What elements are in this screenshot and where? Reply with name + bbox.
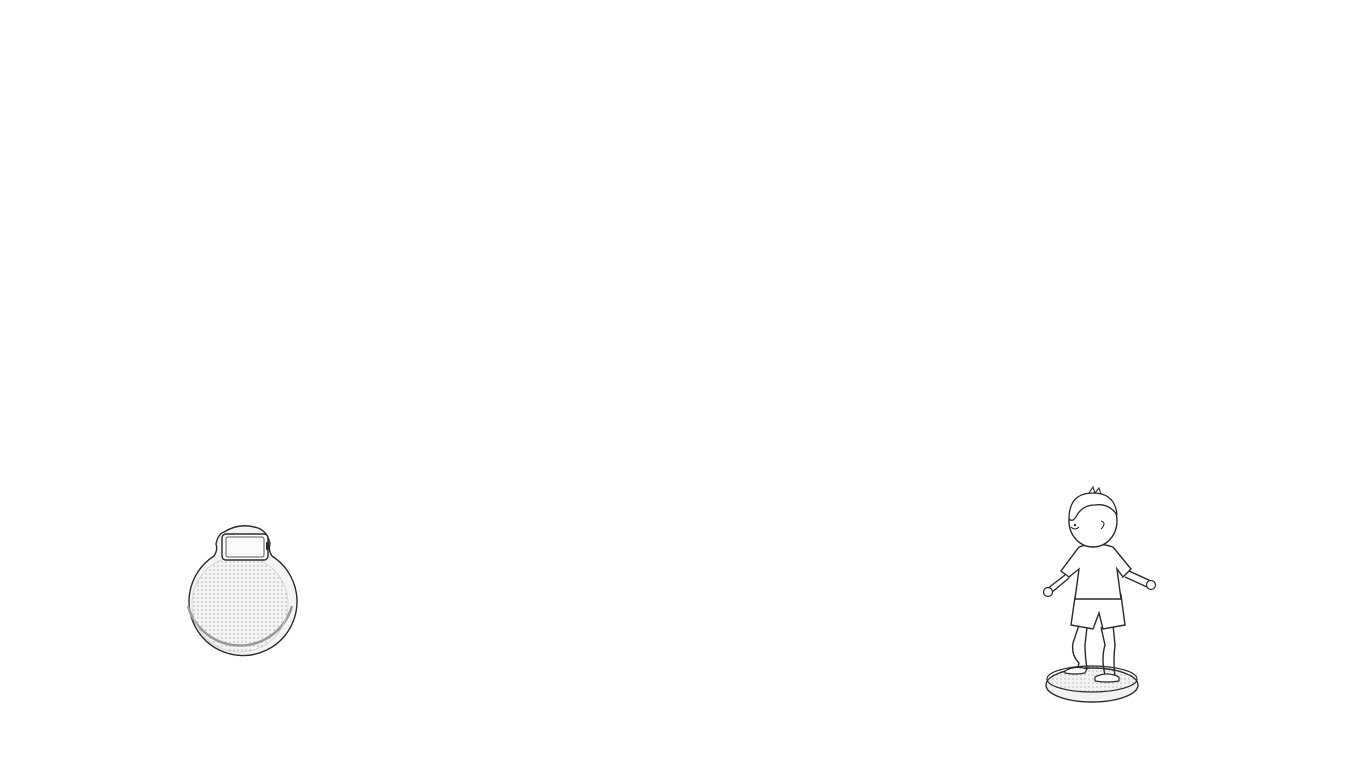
child-balancing-on-cushion-icon — [1042, 485, 1157, 703]
balance-cushion-with-phone-holder-icon — [186, 525, 298, 657]
